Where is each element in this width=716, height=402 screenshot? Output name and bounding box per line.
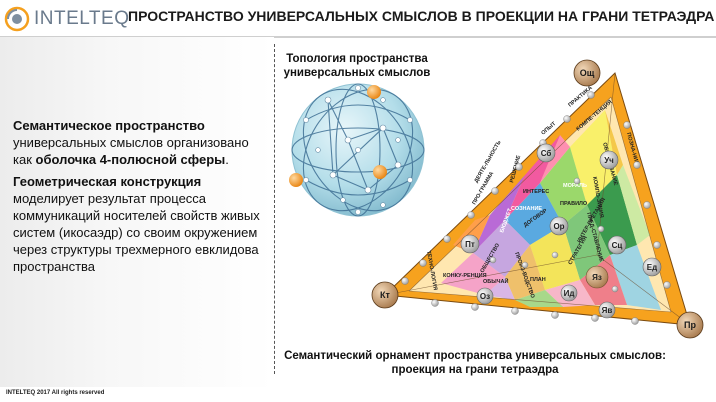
sphere-caption-line2: универсальных смыслов: [283, 67, 431, 79]
label-soznanie: СОЗНАНИЕ: [511, 206, 542, 212]
pole-marker-icon: [373, 165, 387, 179]
tetrahedron-diagram: ПРАКТИКА КОМПЕ-ТЕНЦИЯ ОПЫТ ПОЗНА-НИЕ ОБР…: [371, 59, 704, 339]
paragraph-geometric: Геометрическая конструкция моделирует ре…: [13, 173, 268, 275]
pole-top-icon: [573, 59, 601, 87]
semantic-text: универсальных смыслов организовано как: [13, 135, 249, 167]
vertical-divider: [274, 44, 276, 374]
description-text: Семантическое пространство универсальных…: [13, 117, 268, 280]
semantic-heading: Семантическое пространство: [13, 118, 205, 133]
label-moral: МОРАЛЬ: [563, 183, 587, 189]
pole-left-label: Кт: [380, 290, 390, 300]
node-yaz: Яз: [592, 273, 602, 282]
header: INTELTEQ ПРОСТРАНСТВО УНИВЕРСАЛЬНЫХ СМЫС…: [0, 0, 716, 38]
footer-copyright: INTELTEQ 2017 All rights reserved: [6, 390, 105, 396]
sphere-caption: Топология пространства универсальных смы…: [282, 52, 432, 80]
logo-icon: [4, 6, 30, 32]
left-panel: [0, 37, 274, 387]
logo: INTELTEQ: [4, 6, 129, 32]
node-yav: Яв: [602, 306, 613, 315]
paragraph-semantic: Семантическое пространство универсальных…: [13, 117, 268, 168]
label-konkurentsiya: КОНКУ-РЕНЦИЯ: [443, 273, 487, 279]
page-title: ПРОСТРАНСТВО УНИВЕРСАЛЬНЫХ СМЫСЛОВ В ПРО…: [128, 8, 715, 24]
label-plan: ПЛАН: [530, 277, 546, 283]
semantic-emphasis: оболочка 4-полюсной сферы: [35, 152, 226, 167]
pole-marker-icon: [367, 85, 381, 99]
node-pt: Пт: [465, 240, 475, 249]
node-id: Ид: [564, 289, 575, 298]
geometric-text: моделирует результат процесса коммуникац…: [13, 191, 260, 274]
label-interes: ИНТЕРЕС: [523, 189, 549, 195]
pole-marker-icon: [289, 173, 303, 187]
label-pravilo: ПРАВИЛО: [560, 201, 588, 207]
node-oz: Оз: [480, 292, 490, 301]
node-or: Ор: [553, 222, 564, 231]
diagram-caption-line1: Семантический орнамент пространства унив…: [284, 350, 666, 362]
label-obychai: ОБЫЧАЙ: [483, 277, 508, 285]
diagram-caption-line2: проекция на грани тетраэдра: [391, 364, 559, 376]
topology-sphere: [289, 83, 425, 217]
pole-left-icon: [371, 281, 399, 309]
node-ed: Ед: [647, 263, 657, 272]
pole-right-label: Пр: [684, 320, 696, 330]
pole-top-label: Ощ: [580, 68, 595, 78]
sphere-caption-line1: Топология пространства: [286, 53, 428, 65]
geometric-heading: Геометрическая конструкция: [13, 174, 202, 189]
pole-right-icon: [676, 311, 704, 339]
logo-text: INTELTEQ: [34, 8, 130, 29]
diagram-caption: Семантический орнамент пространства унив…: [280, 349, 670, 377]
node-uch: Уч: [604, 156, 614, 165]
node-sb: Сб: [541, 149, 552, 158]
node-sts: Сц: [612, 241, 623, 250]
semantic-end: .: [225, 152, 229, 167]
header-divider: [0, 36, 716, 38]
